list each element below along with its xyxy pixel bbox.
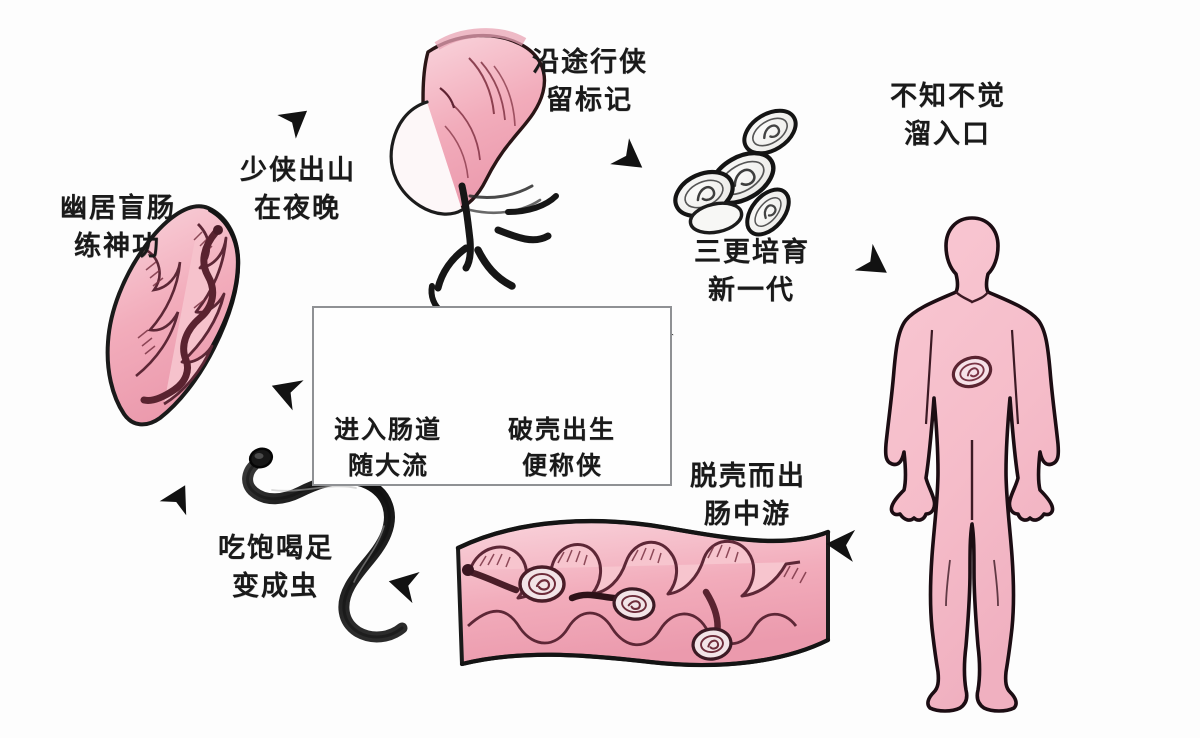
label-lay-eggs-along-way: 沿途行侠 留标记 (532, 44, 648, 121)
human-body-silhouette (883, 216, 1061, 713)
arrow-adult-worm-to-cecum (146, 485, 187, 552)
label-line-2: 在夜晚 (254, 193, 341, 225)
label-line-1: 吃饱喝足 (218, 533, 334, 564)
arrow-intestine-to-adult-worm (388, 571, 463, 605)
label-line-2: 溜入口 (904, 119, 991, 151)
label-eat-full-become-adult-worm: 吃饱喝足 变成虫 (218, 530, 334, 607)
pinworm-eggs-cluster (673, 108, 798, 237)
label-breed-new-generation: 三更培育 新一代 (694, 234, 810, 311)
label-line-1: 不知不觉 (890, 81, 1006, 112)
label-line-2: 练神功 (74, 231, 161, 263)
label-break-shell-be-born: 破壳出生 便称侠 (508, 412, 616, 483)
label-hidden-in-cecum: 幽居盲肠 练神功 (60, 190, 176, 267)
egg-marker-on-abdomen (951, 355, 993, 389)
label-unknowingly-swallowed: 不知不觉 溜入口 (890, 78, 1006, 155)
label-line-1: 破壳出生 (508, 415, 617, 444)
label-line-1: 沿途行侠 (532, 47, 648, 78)
label-line-1: 三更培育 (694, 237, 810, 268)
label-line-1: 少侠出山 (240, 155, 356, 186)
label-line-2: 随大流 (348, 450, 430, 480)
center-panel (312, 306, 672, 486)
label-line-2: 肠中游 (704, 499, 791, 531)
label-line-1: 进入肠道 (334, 415, 443, 444)
label-enter-intestine-with-flow: 进入肠道 随大流 (334, 412, 442, 483)
arrow-eggs-to-body (816, 222, 887, 273)
label-line-1: 脱壳而出 (690, 461, 806, 492)
label-line-2: 留标记 (546, 85, 633, 117)
intestine-cross-section-with-hatching-larvae (455, 518, 831, 668)
label-young-hero-emerges: 少侠出山 在夜晚 (240, 152, 356, 229)
label-line-2: 变成虫 (232, 571, 319, 603)
label-line-2: 新一代 (708, 275, 795, 307)
label-line-1: 幽居盲肠 (60, 193, 176, 224)
arrow-body-to-intestine (826, 529, 905, 562)
label-line-2: 便称侠 (522, 450, 604, 480)
label-hatch-from-egg-shell: 脱壳而出 肠中游 (690, 458, 806, 535)
